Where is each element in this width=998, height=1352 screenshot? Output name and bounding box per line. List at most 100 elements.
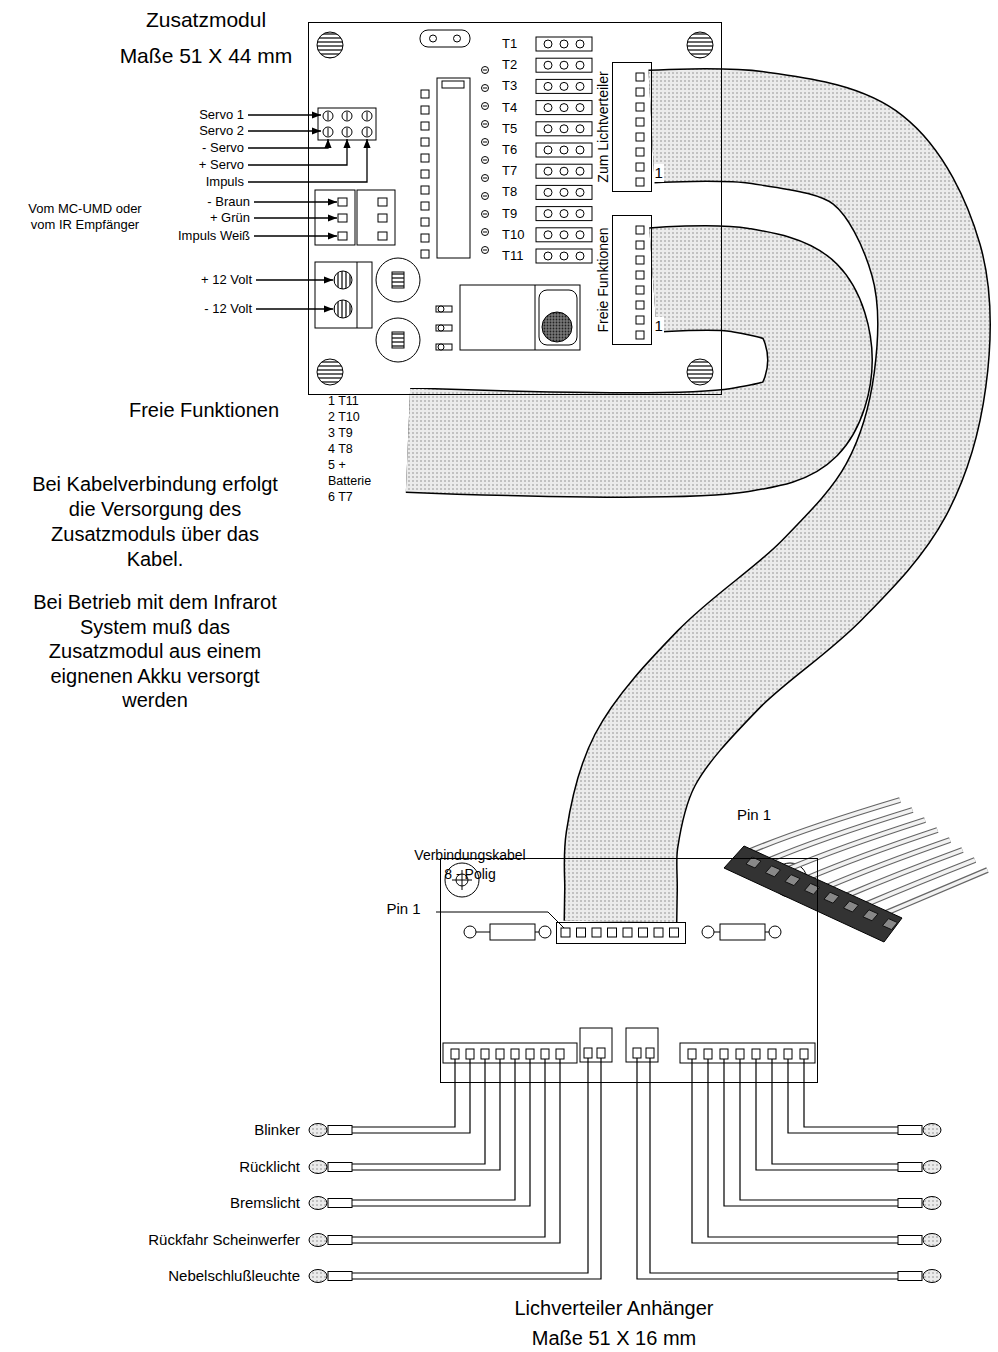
signal-label: + Grün — [50, 210, 250, 226]
lamp-bulb — [923, 1124, 941, 1137]
terminal-strip — [536, 37, 592, 51]
terminal-screw — [544, 104, 552, 112]
lamp-base — [898, 1236, 922, 1245]
terminal-screw — [334, 271, 352, 289]
via-pad — [482, 157, 489, 164]
via-mark — [483, 124, 487, 125]
socket-pin — [752, 1049, 760, 1059]
connector-pin — [636, 103, 644, 111]
connector-pin — [636, 331, 644, 339]
socket-pin — [597, 1048, 605, 1058]
pin-mark — [328, 128, 329, 136]
resistor-pad — [421, 154, 429, 162]
terminal-label: T9 — [502, 206, 517, 222]
connector-pin — [636, 88, 644, 96]
terminal-label: T5 — [502, 121, 517, 137]
lamp-bulb — [923, 1270, 941, 1283]
via-pad — [482, 139, 489, 146]
via-mark — [483, 88, 487, 89]
pin-header: Pin 1 — [556, 922, 686, 944]
pin-assignment: 3 T9 — [328, 425, 384, 441]
terminal-screw — [576, 146, 584, 154]
resistor-pad — [421, 138, 429, 146]
terminal-screw — [576, 167, 584, 175]
via-mark — [483, 232, 487, 233]
socket-pin — [378, 198, 387, 206]
plug-slot — [824, 892, 839, 903]
lamp-wire — [724, 1059, 898, 1206]
board-title: Zusatzmodul — [56, 7, 356, 32]
supply-label: - 12 Volt — [52, 301, 252, 317]
lamp-base — [328, 1199, 352, 1208]
pin-number: 1 — [654, 164, 664, 182]
terminal-screw — [334, 300, 352, 318]
terminal-screw — [576, 82, 584, 90]
ribbon-cable — [408, 278, 820, 445]
via-pad — [482, 121, 489, 128]
lamp-base — [328, 1272, 352, 1281]
pin-assignment: 4 T8 — [328, 441, 384, 457]
mounting-hole — [317, 32, 343, 58]
pin-number: 1 — [654, 317, 664, 335]
ribbon-cable — [621, 125, 934, 921]
board-dimensions: Maße 51 X 16 mm — [365, 1326, 863, 1350]
socket-pin — [768, 1049, 776, 1059]
receiver-socket — [357, 190, 395, 245]
connector-pin — [636, 241, 644, 249]
heatsink-texture — [542, 312, 572, 342]
socket-pin — [584, 1048, 592, 1058]
lamp-base — [328, 1126, 352, 1135]
pin-mark — [367, 128, 368, 136]
capacitor-body — [392, 332, 404, 348]
socket-pin — [704, 1049, 712, 1059]
regulator-pin — [436, 344, 452, 350]
lamp-wire — [692, 1059, 898, 1243]
terminal-label: T1 — [502, 36, 517, 52]
terminal-screw — [560, 188, 568, 196]
lamp-base — [898, 1199, 922, 1208]
crystal-pin — [454, 35, 461, 42]
heatsink — [539, 290, 577, 345]
terminal-screw — [544, 167, 552, 175]
socket-pin — [526, 1049, 534, 1059]
resistor-pad — [421, 186, 429, 194]
terminal-screw — [576, 210, 584, 218]
header-pin — [623, 928, 632, 937]
via-pad — [482, 85, 489, 92]
capacitor-body — [392, 272, 404, 288]
pointer-arrow — [256, 308, 333, 309]
socket-pin — [720, 1049, 728, 1059]
lamp-bulb — [923, 1161, 941, 1174]
pin-callout: Pin 1 — [737, 806, 771, 824]
via-pad — [482, 67, 489, 74]
heatsink-edge — [535, 285, 536, 350]
plug-slot — [766, 866, 781, 877]
header-pin — [323, 127, 333, 137]
plug-slot — [785, 875, 800, 886]
terminal-screw — [560, 82, 568, 90]
mounting-hole — [317, 359, 343, 385]
board-title: Lichverteiler Anhänger — [365, 1296, 863, 1320]
pin-mark — [328, 112, 329, 120]
lamp-wire — [756, 1059, 898, 1170]
plug-slot — [844, 901, 859, 912]
terminal-screw — [576, 188, 584, 196]
socket-pin — [378, 232, 387, 240]
lamp-socket — [580, 1028, 612, 1062]
regulator-pin — [436, 325, 452, 331]
header-pin — [342, 127, 352, 137]
lamp-label: Rückfahr Scheinwerfer — [100, 1231, 300, 1249]
pointer-arrow — [254, 201, 337, 202]
voltage-regulator — [460, 285, 580, 350]
terminal-strip — [536, 122, 592, 136]
terminal-strip — [536, 101, 592, 115]
socket-pin — [451, 1049, 459, 1059]
terminal-screw — [560, 146, 568, 154]
socket-pin — [511, 1049, 519, 1059]
pointer-arrow — [248, 139, 347, 165]
lamp-base — [328, 1236, 352, 1245]
lamp-label: Rücklicht — [100, 1158, 300, 1176]
lamp-bulb — [923, 1234, 941, 1247]
socket-pin — [736, 1049, 744, 1059]
terminal-strip — [536, 164, 592, 178]
